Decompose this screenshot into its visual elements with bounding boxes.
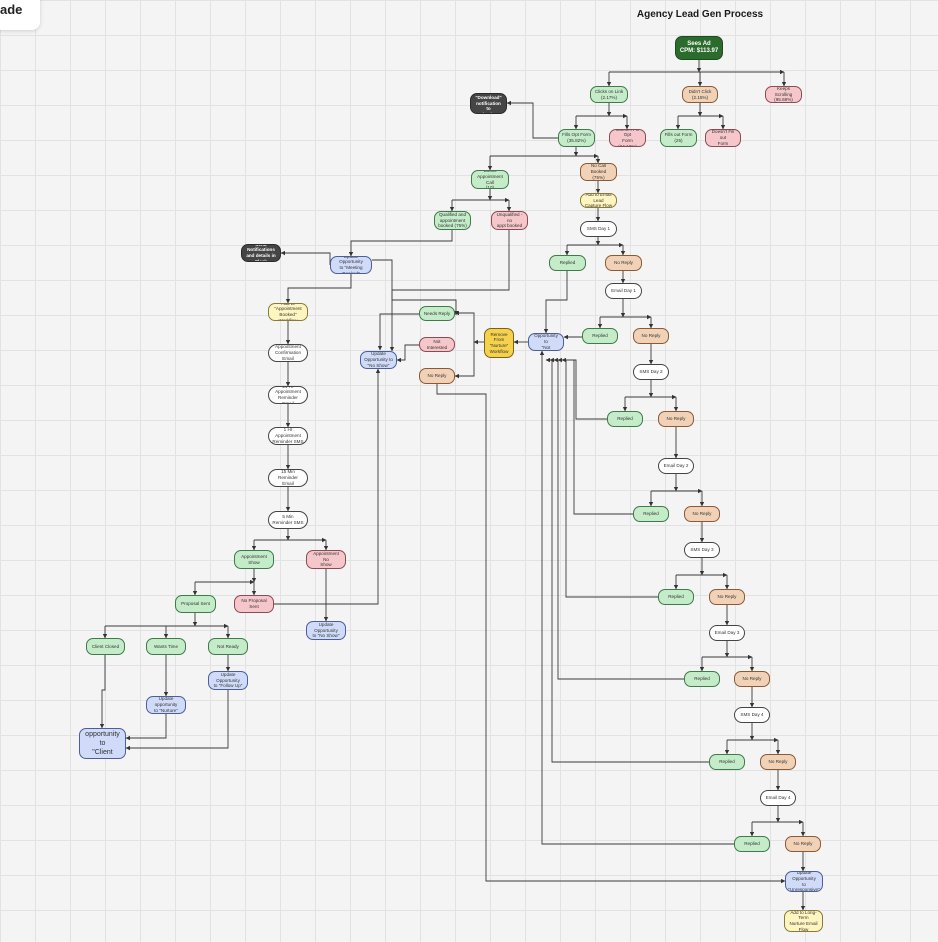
- connector-25: [389, 230, 510, 352]
- node-sms-day4[interactable]: SMS Day 4: [734, 707, 770, 723]
- node-send-download[interactable]: Send "Download"notification toleads: [470, 93, 507, 114]
- node-no-reply-5[interactable]: No Reply: [684, 506, 720, 522]
- connector-49: [454, 342, 475, 379]
- node-replied-2[interactable]: Replied: [582, 328, 618, 344]
- node-no-reply-3[interactable]: No Reply: [419, 368, 455, 384]
- connector-86: [549, 357, 684, 680]
- node-proposal-sent[interactable]: Proposal Sent: [175, 595, 216, 613]
- connector-109: [125, 690, 229, 751]
- connector-87: [545, 357, 709, 763]
- node-replied-4[interactable]: Replied: [633, 506, 669, 522]
- node-replied-3[interactable]: Replied: [607, 411, 643, 427]
- edge-group: [99, 60, 806, 911]
- node-didnt-click[interactable]: Didn't Click(2.15%): [682, 86, 718, 103]
- node-email-day4[interactable]: Email Day 4: [760, 790, 796, 806]
- node-email-day3[interactable]: Email Day 3: [709, 625, 745, 641]
- connector-108: [125, 714, 167, 741]
- connector-13: [506, 100, 558, 139]
- frame-tab-label: ade: [0, 2, 23, 17]
- node-replied-1[interactable]: Replied: [549, 255, 586, 271]
- node-no-reply-4[interactable]: No Reply: [658, 411, 694, 427]
- diagram-title: Agency Lead Gen Process: [636, 9, 764, 20]
- node-not-interested[interactable]: Not Interested: [419, 337, 455, 352]
- node-needs-reply[interactable]: Needs Reply: [419, 306, 455, 321]
- node-no-reply-9[interactable]: No Reply: [785, 836, 821, 852]
- node-fills-form[interactable]: Fills Opt Form(35.82%): [558, 129, 595, 147]
- node-reminder-15m-sms[interactable]: 5 Min Reminder SMS: [268, 511, 308, 529]
- node-replied-7[interactable]: Replied: [709, 754, 745, 770]
- node-remove-from[interactable]: Remove From"Nurture"Workflow: [484, 328, 514, 358]
- connector-37: [285, 274, 352, 304]
- connector-83: [561, 357, 607, 420]
- connector-84: [557, 357, 633, 515]
- node-no-reply-6[interactable]: No Reply: [709, 589, 745, 605]
- node-wants-time[interactable]: Wants Time: [146, 638, 186, 655]
- connector-31: [543, 271, 568, 334]
- node-no-proposal[interactable]: No Proposal Sent: [234, 595, 274, 613]
- node-not-ready[interactable]: Not Ready: [208, 638, 248, 655]
- node-email-day2[interactable]: Email Day 2: [658, 458, 694, 474]
- frame-tab[interactable]: ade: [0, 0, 40, 30]
- connector-88: [539, 350, 734, 845]
- node-no-call-booked[interactable]: No Call Booked(75%): [580, 163, 617, 181]
- node-email-day1[interactable]: Email Day 1: [605, 283, 642, 299]
- node-sms-day2[interactable]: SMS Day 2: [633, 364, 669, 380]
- node-sms-day3[interactable]: SMS Day 3: [684, 542, 720, 558]
- node-replied-5[interactable]: Replied: [658, 589, 694, 605]
- node-keeps-scrolling[interactable]: Keeps Scrolling(95.68%): [765, 86, 802, 103]
- connector-105: [99, 655, 106, 729]
- node-reminder-15m-email[interactable]: 15 Min Reminder Email: [268, 469, 308, 487]
- node-appointment-show[interactable]: Appointment Show: [234, 550, 274, 569]
- node-client-closed[interactable]: Client Closed: [86, 638, 125, 655]
- connector-99: [274, 368, 381, 605]
- node-no-reply-1[interactable]: No Reply: [605, 255, 642, 271]
- node-no-reply-7[interactable]: No Reply: [734, 671, 770, 687]
- node-replied-8[interactable]: Replied: [734, 836, 770, 852]
- node-sms-day1[interactable]: SMS Day 1: [580, 221, 617, 237]
- connector-24: [348, 230, 453, 257]
- connector-39: [377, 313, 419, 351]
- node-clicks-link[interactable]: Clicks on Link(2.17%): [590, 86, 628, 103]
- connector-85: [553, 357, 658, 598]
- node-no-reply-2[interactable]: No Reply: [633, 328, 669, 344]
- connector-36: [280, 250, 331, 265]
- node-no-reply-8[interactable]: No Reply: [760, 754, 796, 770]
- connector-48: [454, 310, 475, 342]
- connector-50: [396, 344, 419, 363]
- connector-89: [436, 384, 786, 884]
- connector-38: [372, 259, 459, 316]
- node-fills-out-form[interactable]: Fills out Form(25): [660, 129, 697, 147]
- node-replied-6[interactable]: Replied: [684, 671, 720, 687]
